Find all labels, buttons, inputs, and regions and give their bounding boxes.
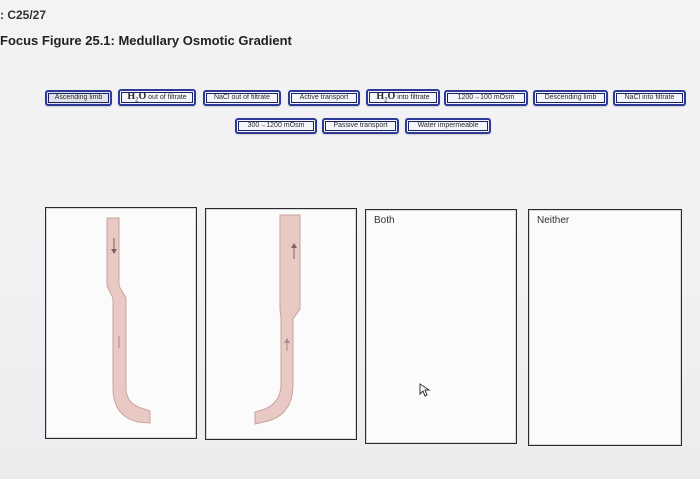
chip-descending-limb[interactable]: Descending limb [533, 90, 608, 106]
chip-label-sub: 2 [384, 97, 388, 104]
chip-label: 1200→100 mOsm [457, 94, 515, 101]
descending-tubule-icon [106, 217, 151, 424]
chip-active-transport[interactable]: Active transport [288, 90, 360, 106]
chip-water-impermeable[interactable]: Water impermeable [405, 118, 491, 134]
chip-label-rest: into filtrate [395, 94, 430, 101]
drop-zone-ascending-limb[interactable] [205, 208, 357, 440]
chip-label-o: O [138, 91, 147, 102]
chip-label: NaCl into filtrate [624, 94, 675, 101]
chip-label-h: H [376, 91, 385, 102]
zone-label-both: Both [374, 215, 395, 226]
chip-label: Active transport [299, 94, 349, 101]
chip-label-h: H [127, 91, 136, 102]
chip-passive-transport[interactable]: Passive transport [322, 118, 399, 134]
drop-zone-both[interactable]: Both [365, 209, 517, 444]
ascending-tubule-icon [254, 214, 301, 425]
question-code: : C25/27 [0, 8, 47, 22]
chip-label: NaCl out of filtrate [213, 94, 271, 101]
chip-label: 300→1200 mOsm [247, 122, 305, 129]
chip-label-o: O [387, 91, 396, 102]
chip-1200-to-100-mosm[interactable]: 1200→100 mOsm [444, 90, 528, 106]
zone-label-neither: Neither [537, 215, 570, 226]
chip-label-sub: 2 [135, 97, 139, 104]
chip-ascending-limb[interactable]: Ascending limb [45, 90, 112, 106]
chip-h2o-out-of-filtrate[interactable]: H2O out of filtrate [118, 89, 196, 106]
page-title: Focus Figure 25.1: Medullary Osmotic Gra… [0, 33, 292, 48]
chip-label: Ascending limb [54, 94, 103, 101]
chip-label: Passive transport [333, 122, 388, 129]
drop-zone-neither[interactable]: Neither [528, 209, 682, 446]
chip-300-to-1200-mosm[interactable]: 300→1200 mOsm [235, 118, 317, 134]
mouse-pointer-icon [419, 383, 431, 402]
chip-label: Water impermeable [417, 122, 479, 129]
chip-h2o-into-filtrate[interactable]: H2O into filtrate [366, 89, 440, 106]
chip-nacl-into-filtrate[interactable]: NaCl into filtrate [613, 90, 686, 106]
chip-label: Descending limb [544, 94, 597, 101]
chip-label-rest: out of filtrate [146, 94, 187, 101]
chip-nacl-out-of-filtrate[interactable]: NaCl out of filtrate [203, 90, 281, 106]
drop-zone-descending-limb[interactable] [45, 207, 197, 439]
